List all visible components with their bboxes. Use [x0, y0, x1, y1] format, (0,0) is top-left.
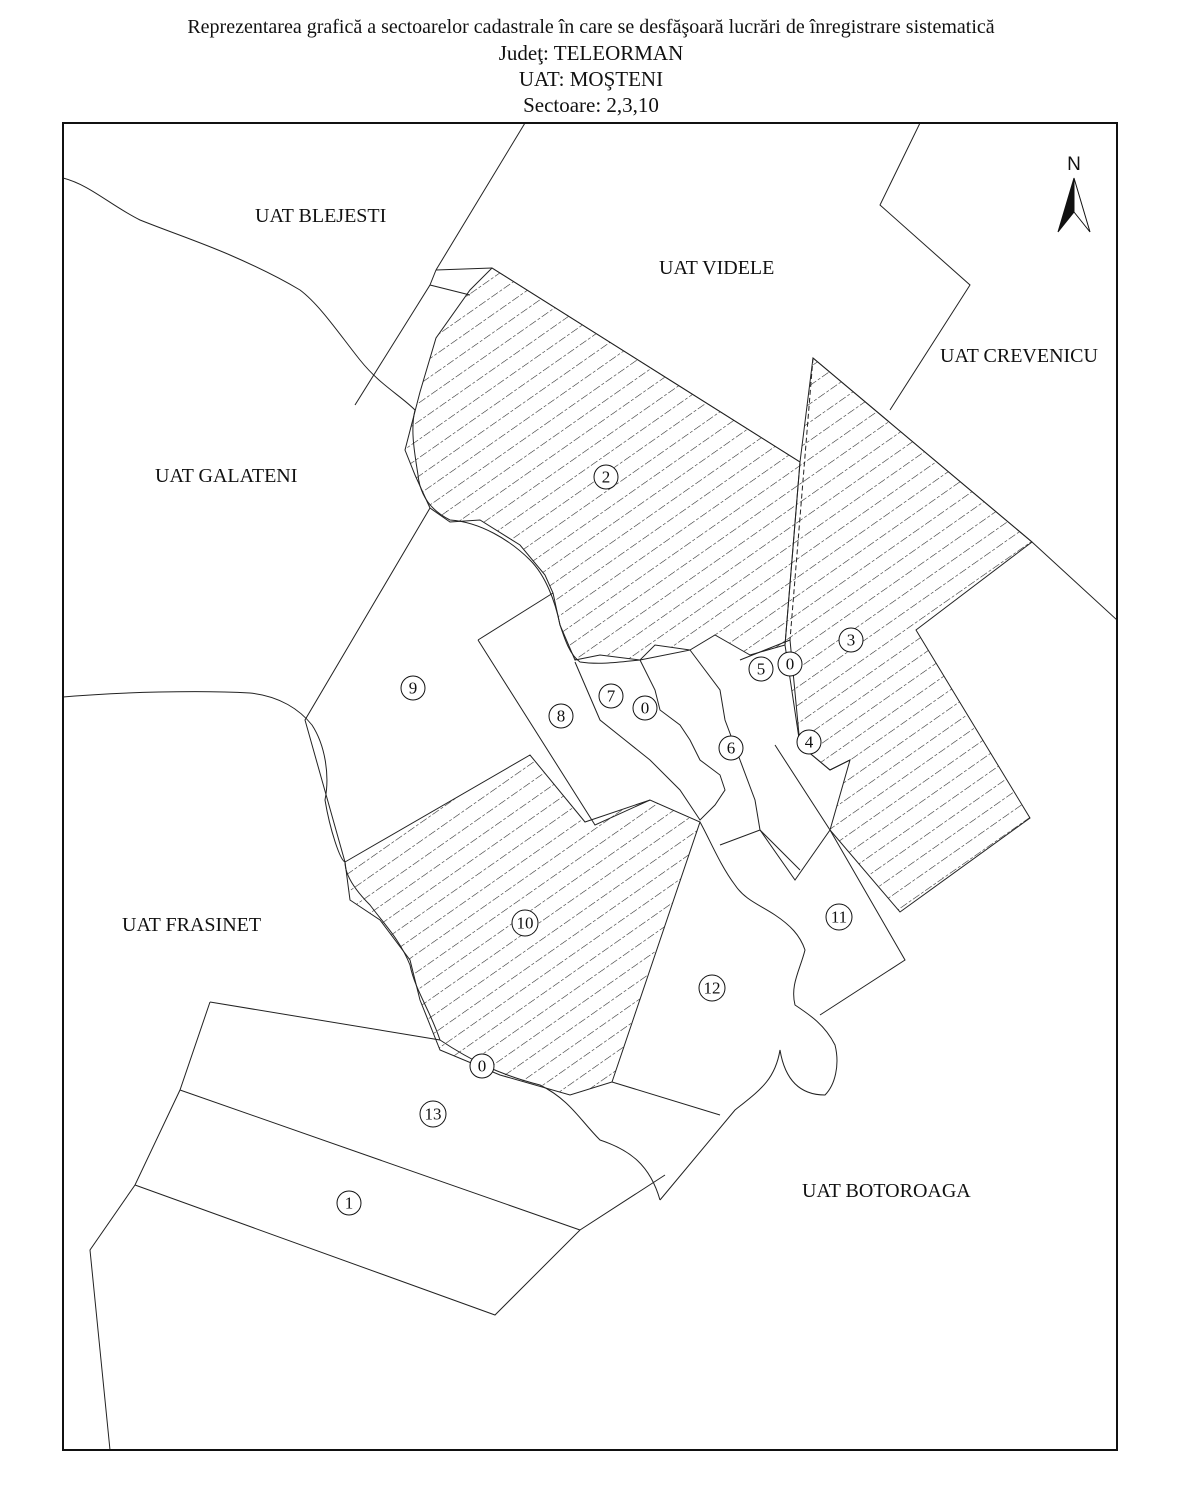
svg-text:5: 5: [757, 660, 766, 679]
sector-marker-0a: 0: [632, 695, 658, 721]
label-uat-blejesti: UAT BLEJESTI: [255, 205, 386, 227]
map-title-block: Reprezentarea grafică a sectoarelor cada…: [0, 14, 1182, 118]
label-uat-crevenicu: UAT CREVENICU: [940, 345, 1099, 367]
svg-text:0: 0: [478, 1057, 487, 1076]
svg-text:11: 11: [831, 908, 847, 927]
sector-marker-6: 6: [718, 735, 744, 761]
sector-marker-11: 11: [825, 903, 853, 931]
sector-2-area: [404, 267, 801, 661]
map-title: Reprezentarea grafică a sectoarelor cada…: [187, 16, 995, 38]
svg-text:8: 8: [557, 707, 566, 726]
map-frame: [62, 122, 1118, 1451]
label-uat-botoroaga: UAT BOTOROAGA: [802, 1180, 971, 1202]
svg-text:13: 13: [425, 1105, 442, 1124]
uat-line: UAT: MOŞTENI: [518, 67, 664, 91]
north-label: N: [1067, 154, 1081, 175]
label-uat-galateni: UAT GALATENI: [155, 465, 297, 487]
sector-marker-9: 9: [400, 675, 426, 701]
sector-marker-5: 5: [748, 656, 774, 682]
svg-text:10: 10: [517, 914, 534, 933]
svg-text:0: 0: [786, 655, 795, 674]
north-arrow-icon: N: [1057, 154, 1091, 233]
svg-text:2: 2: [602, 468, 611, 487]
svg-text:6: 6: [727, 739, 736, 758]
sectors-line: Sectoare: 2,3,10: [523, 93, 659, 117]
sector-marker-4: 4: [796, 729, 822, 755]
svg-text:1: 1: [345, 1194, 354, 1213]
county-line: Judeţ: TELEORMAN: [498, 41, 684, 65]
svg-text:0: 0: [641, 699, 650, 718]
sector-marker-12: 12: [698, 974, 726, 1002]
svg-text:9: 9: [409, 679, 418, 698]
svg-text:12: 12: [704, 979, 721, 998]
svg-text:7: 7: [607, 687, 616, 706]
sector-marker-3: 3: [838, 627, 864, 653]
svg-text:3: 3: [847, 631, 856, 650]
sector-marker-7: 7: [598, 683, 624, 709]
label-uat-videle: UAT VIDELE: [659, 257, 774, 279]
sector-3-area: [784, 357, 1033, 913]
sector-marker-8: 8: [548, 703, 574, 729]
sector-marker-10: 10: [511, 909, 539, 937]
sector-marker-2: 2: [593, 464, 619, 490]
sector-marker-0b: 0: [777, 651, 803, 677]
label-uat-frasinet: UAT FRASINET: [122, 914, 261, 936]
svg-text:4: 4: [805, 733, 814, 752]
sector-marker-13: 13: [419, 1100, 447, 1128]
sector-marker-1: 1: [336, 1190, 362, 1216]
sector-marker-0c: 0: [469, 1053, 495, 1079]
